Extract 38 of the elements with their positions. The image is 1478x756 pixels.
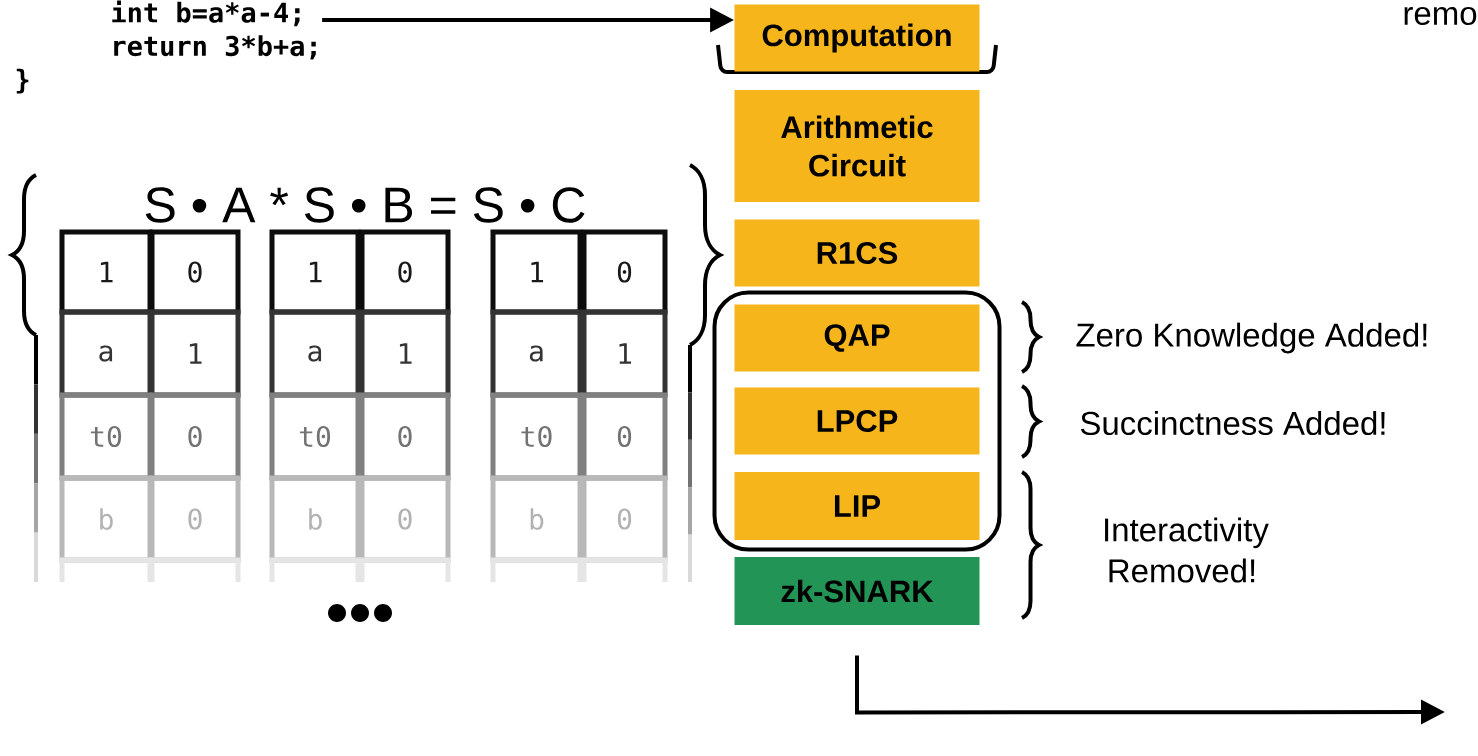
matrix-cell: 1: [149, 309, 241, 398]
annotation-text: Zero Knowledge Added!: [1076, 322, 1427, 354]
matrix-cell: a: [490, 309, 583, 398]
matrix-cell: a: [59, 309, 153, 398]
matrix-cell: t0: [490, 392, 583, 481]
matrix-cell: 1: [581, 309, 668, 398]
matrix-cell: 1: [269, 229, 361, 315]
layer-box: R1CS: [734, 219, 980, 287]
layer-box: zk-SNARK: [734, 557, 980, 625]
annotation-text: Interactivity Removed!: [1105, 517, 1269, 583]
matrix-cell: t0: [59, 392, 153, 481]
matrix-cell: 1: [59, 229, 153, 315]
matrix-cell: b: [269, 475, 361, 563]
matrix-cell: 0: [581, 392, 668, 481]
matrix-cell: t0: [269, 392, 361, 481]
layer-box: QAP: [734, 304, 980, 372]
matrix-cell: 0: [359, 392, 451, 481]
matrix-cell: a: [269, 309, 361, 398]
matrix-cell: b: [59, 475, 153, 563]
layer-box: Arithmetic Circuit: [734, 90, 980, 202]
matrix-cell: 0: [581, 475, 668, 563]
heading-fragment: remo: [1404, 6, 1477, 26]
equation: S • A * S • B = S • C: [145, 187, 585, 223]
group-frame: [712, 290, 1002, 552]
layer-box: LPCP: [734, 387, 980, 455]
layer-box: Computation: [734, 4, 980, 72]
layer-box: LIP: [734, 472, 980, 540]
annotation-text: Succinctness Added!: [1080, 410, 1385, 436]
matrix-cell: 0: [149, 392, 241, 481]
matrix-cell: b: [490, 475, 583, 563]
matrix-cell: 1: [490, 229, 583, 315]
matrix-cell: 1: [359, 309, 451, 398]
matrix-cell: 0: [149, 475, 241, 563]
matrix-cell: 0: [149, 229, 241, 315]
matrix-cell: 0: [359, 475, 451, 563]
matrix-cell: 0: [581, 229, 668, 315]
code-text: int b=a*a-4; return 3*b+a; }: [16, 0, 316, 94]
matrix-cell: 0: [359, 229, 451, 315]
